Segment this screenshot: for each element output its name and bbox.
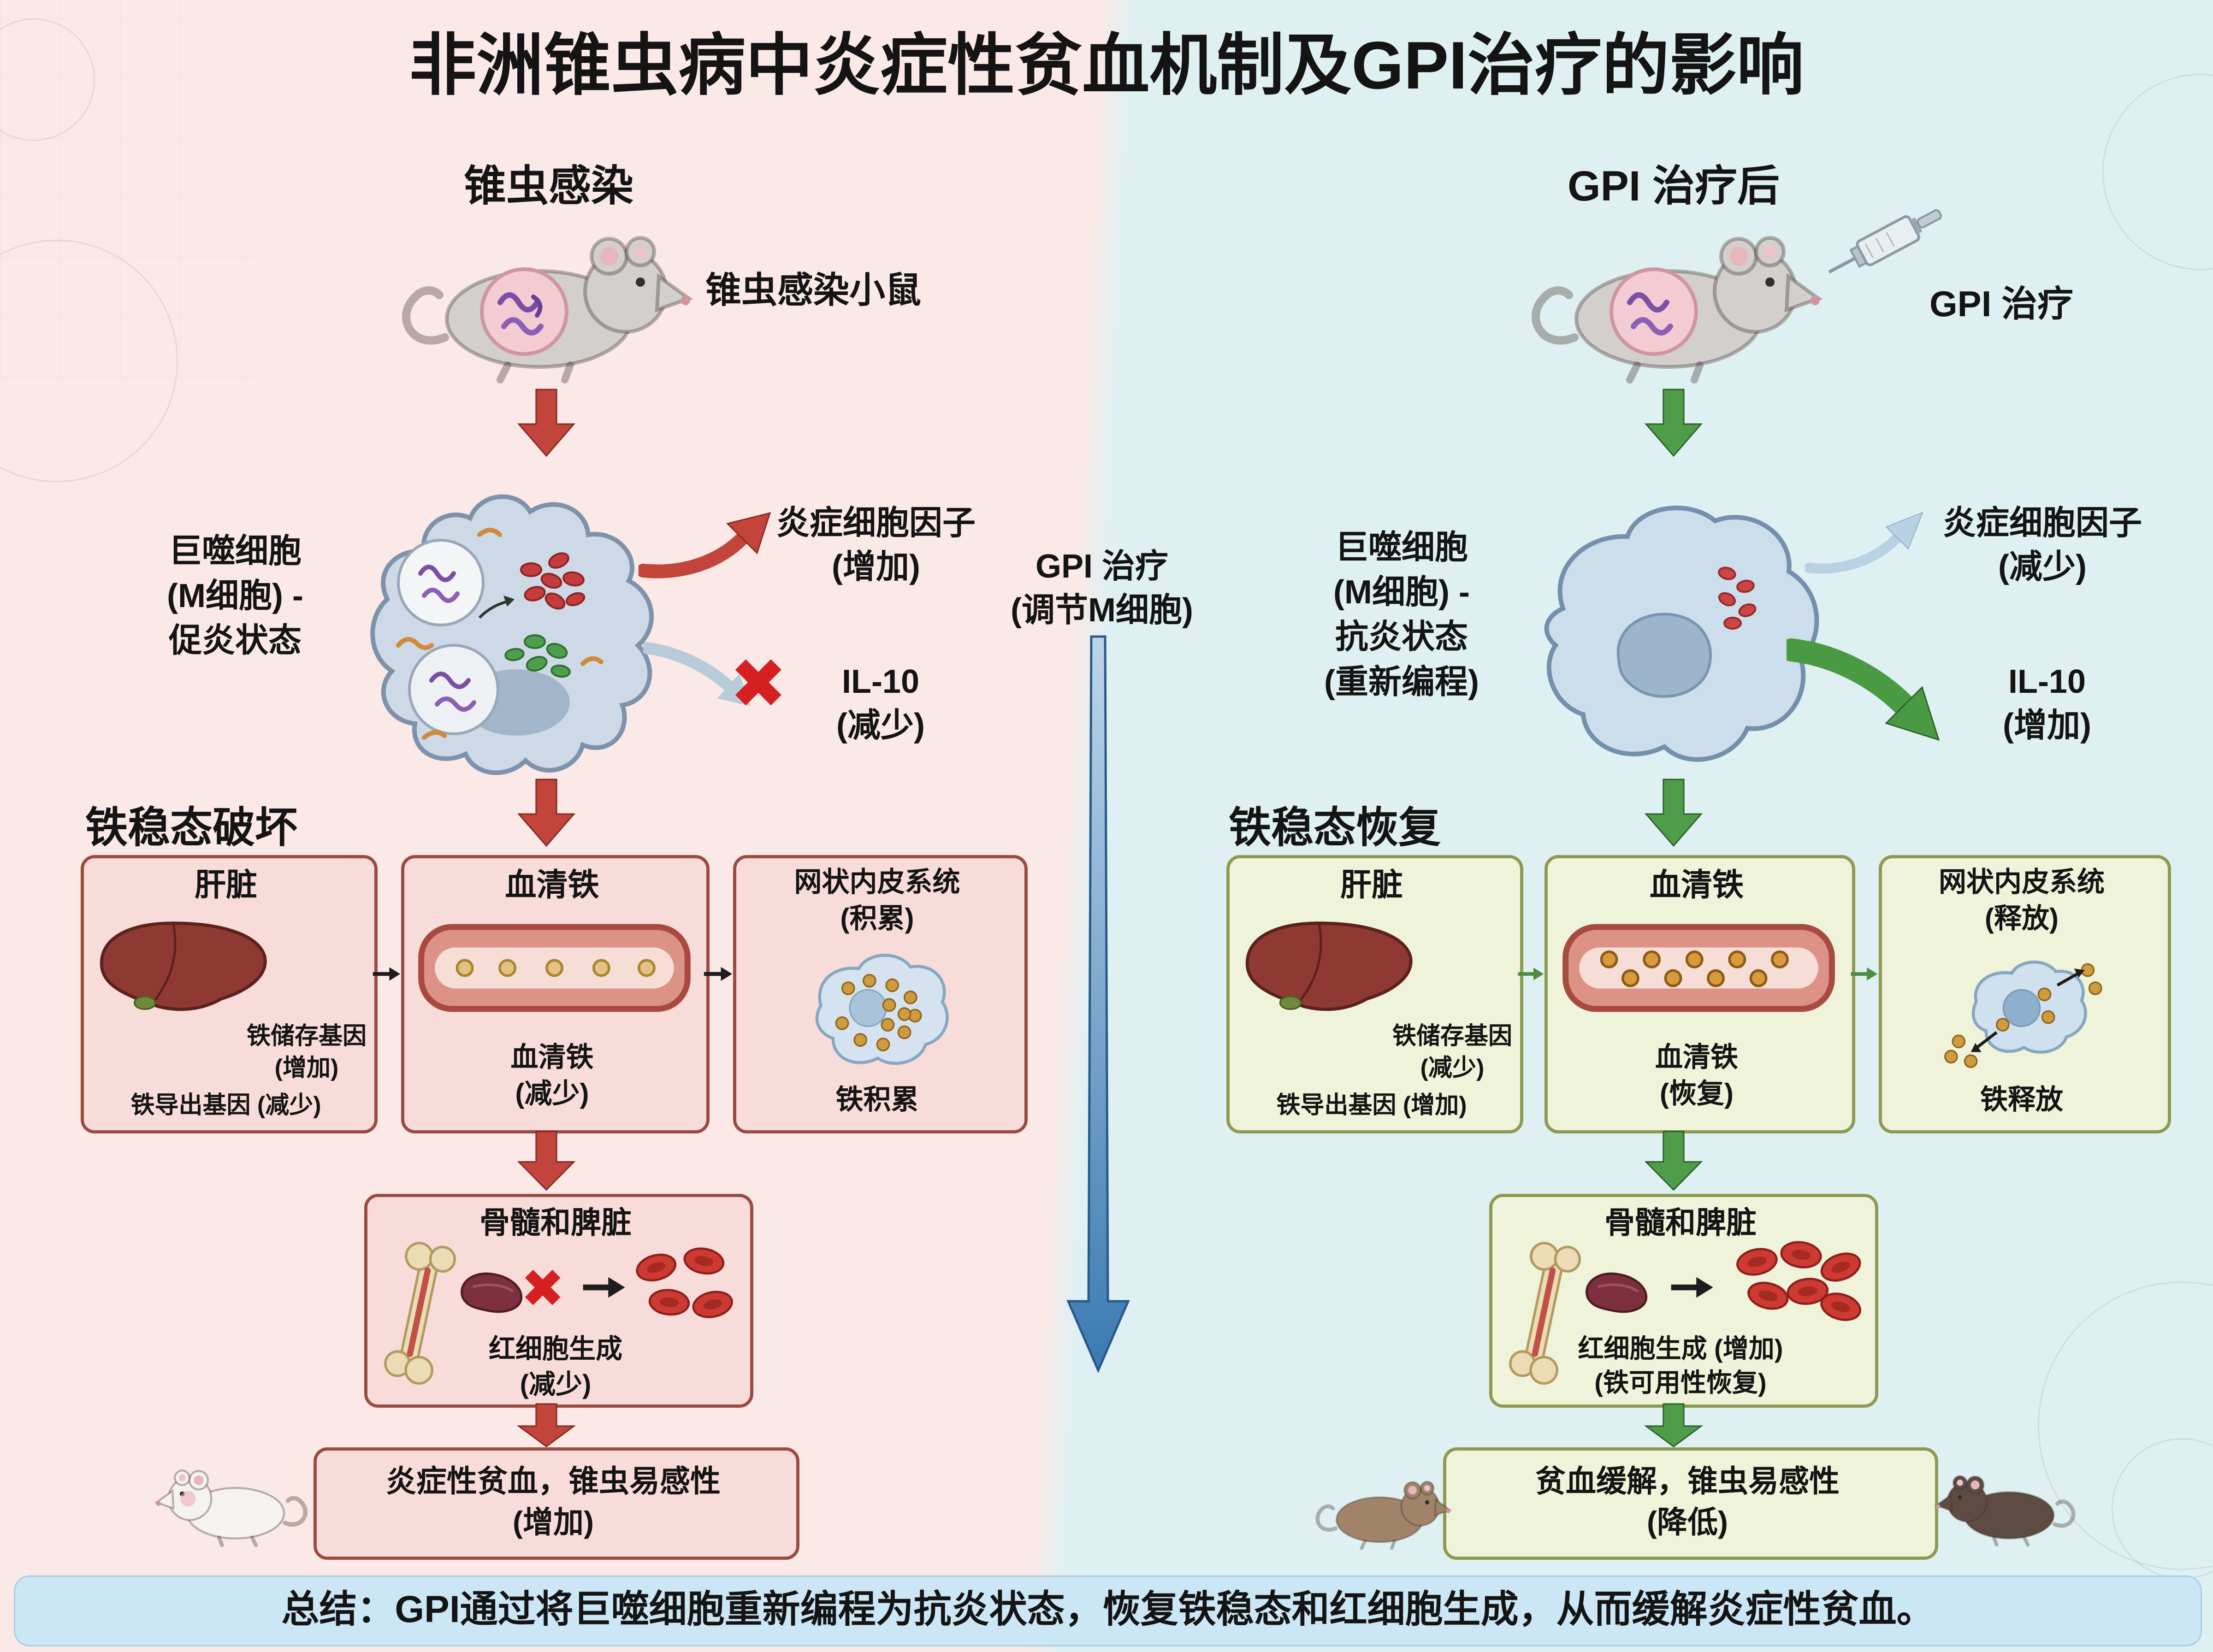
left-column-heading: 锥虫感染: [463, 163, 633, 210]
box-connector-arrow: [373, 967, 401, 981]
right-liver-box: 肝脏 铁储存基因 (减少) 铁导出基因 (增加): [1226, 855, 1523, 1133]
erythropoiesis-blocked-x-icon: ✖: [521, 1259, 565, 1318]
right-column-heading: GPI 治疗后: [1567, 163, 1780, 210]
left-il10-label: IL-10 (减少): [836, 663, 925, 744]
treated-mouse-icon: [1528, 216, 1823, 391]
recovered-mouse-icon: [1314, 1471, 1452, 1553]
left-mouse-caption: 锥虫感染小鼠: [705, 270, 922, 310]
left-outcome-text: 炎症性贫血，锥虫易感性 (增加): [386, 1464, 721, 1540]
left-marrow-box-title: 骨髓和脾脏: [479, 1205, 632, 1239]
bone-icon: [1509, 1242, 1581, 1385]
macrophage-antiinflammatory-illustration: [1544, 506, 1819, 762]
left-liver-box: 肝脏 铁储存基因 (增加) 铁导出基因 (减少): [81, 855, 378, 1133]
liver-icon: [1245, 921, 1413, 1011]
flow-arrow-down-red-1: [516, 388, 576, 457]
macrophage-proinflammatory-illustration: [370, 494, 654, 775]
marrow-arrow: [1671, 1277, 1713, 1298]
right-il10-label: IL-10 (增加): [2003, 663, 2091, 744]
left-res-caption: 铁积累: [835, 1084, 919, 1115]
box-connector-arrow: [704, 967, 733, 981]
left-iron-heading: 铁稳态破坏: [85, 804, 298, 851]
right-marrow-caption: 红细胞生成 (增加) (铁可用性恢复): [1578, 1334, 1783, 1397]
il10-arrow-green: [1787, 638, 1940, 741]
left-macrophage-label: 巨噬细胞 (M细胞) - 促炎状态: [167, 533, 303, 660]
left-liver-storage-gene: 铁储存基因 (增加): [246, 1023, 367, 1081]
res-cell-releasing-icon: [1944, 961, 2102, 1068]
summary-text: 总结：GPI通过将巨噬细胞重新编程为抗炎状态，恢复铁稳态和红细胞生成，从而缓解炎…: [281, 1588, 1935, 1630]
recovered-mouse-dark-icon: [1934, 1463, 2077, 1552]
blood-vessel-icon: [418, 924, 691, 1012]
diagram-title: 非洲锥虫病中炎症性贫血机制及GPI治疗的影响: [409, 28, 1804, 103]
left-res-box: 网状内皮系统 (积累) 铁积累: [733, 855, 1028, 1133]
right-iron-heading: 铁稳态恢复: [1229, 804, 1441, 851]
gpi-treatment-long-arrow: [1066, 635, 1130, 1373]
left-liver-box-title: 肝脏: [194, 867, 257, 903]
red-blood-cells-icon: [636, 1247, 733, 1318]
cytokine-arrow-blue: [1805, 512, 1923, 574]
res-cell-icon: [815, 954, 949, 1065]
right-liver-box-title: 肝脏: [1340, 867, 1403, 903]
left-cytokine-label: 炎症细胞因子 (增加): [776, 505, 976, 586]
flow-arrow-down-green-3: [1644, 1130, 1704, 1191]
syringe-icon: [1828, 209, 1942, 274]
right-res-caption: 铁释放: [1980, 1084, 2063, 1115]
left-outcome-box: 炎症性贫血，锥虫易感性 (增加): [314, 1447, 799, 1560]
right-marrow-box-title: 骨髓和脾脏: [1604, 1205, 1757, 1239]
right-macrophage-label: 巨噬细胞 (M细胞) - 抗炎状态 (重新编程): [1324, 529, 1479, 701]
il10-blocked-x-icon: ✖: [729, 645, 787, 722]
flow-arrow-down-green-2: [1644, 778, 1704, 847]
flow-arrow-down-red-4: [516, 1403, 576, 1447]
right-outcome-box: 贫血缓解，锥虫易感性 (降低): [1443, 1447, 1938, 1560]
il10-arrow-blocked: [643, 642, 751, 706]
left-serum-caption: 血清铁 (减少): [510, 1042, 594, 1109]
bone-icon: [384, 1242, 456, 1385]
spleen-icon: [1586, 1272, 1648, 1313]
anemic-mouse-icon: [152, 1459, 311, 1551]
infected-mouse-icon: [399, 216, 694, 391]
left-serum-box-title: 血清铁: [505, 867, 599, 903]
summary-bar: 总结：GPI通过将巨噬细胞重新编程为抗炎状态，恢复铁稳态和红细胞生成，从而缓解炎…: [14, 1575, 2202, 1646]
marrow-arrow: [583, 1277, 625, 1298]
flow-arrow-down-red-2: [516, 778, 576, 847]
left-res-box-title: 网状内皮系统 (积累): [794, 867, 960, 934]
right-res-box-title: 网状内皮系统 (释放): [1939, 867, 2105, 934]
red-blood-cells-icon: [1736, 1241, 1862, 1321]
right-marrow-box: 骨髓和脾脏: [1489, 1194, 1878, 1408]
spleen-icon: [461, 1272, 523, 1313]
right-liver-export-gene: 铁导出基因 (增加): [1276, 1092, 1467, 1119]
flow-arrow-down-green-1: [1644, 388, 1704, 457]
right-liver-storage-gene: 铁储存基因 (减少): [1392, 1023, 1512, 1081]
right-serum-caption: 血清铁 (恢复): [1655, 1042, 1738, 1109]
right-cytokine-label: 炎症细胞因子 (减少): [1942, 505, 2142, 586]
right-res-box: 网状内皮系统 (释放) 铁释放: [1879, 855, 2171, 1133]
left-marrow-box: 骨髓和脾脏 ✖ 红细胞生成: [364, 1194, 753, 1408]
gpi-treatment-arrow-label: GPI 治疗 (调节M细胞): [1011, 548, 1193, 629]
box-connector-arrow-green: [1518, 968, 1544, 980]
box-connector-arrow-green: [1851, 967, 1878, 981]
right-serum-box-title: 血清铁: [1649, 867, 1744, 903]
blood-vessel-icon: [1562, 924, 1835, 1012]
left-marrow-caption: 红细胞生成 (减少): [488, 1334, 622, 1399]
right-mouse-caption: GPI 治疗: [1929, 283, 2074, 324]
liver-icon: [100, 921, 267, 1011]
left-serum-box: 血清铁 血清铁 (减少): [401, 855, 710, 1133]
right-outcome-text: 贫血缓解，锥虫易感性 (降低): [1535, 1464, 1840, 1540]
cytokine-arrow-red: [639, 512, 771, 578]
flow-arrow-down-red-3: [516, 1130, 576, 1191]
left-liver-export-gene: 铁导出基因 (减少): [130, 1092, 321, 1119]
flow-arrow-down-green-4: [1644, 1403, 1704, 1447]
right-serum-box: 血清铁 血清铁 (恢复): [1544, 855, 1855, 1133]
